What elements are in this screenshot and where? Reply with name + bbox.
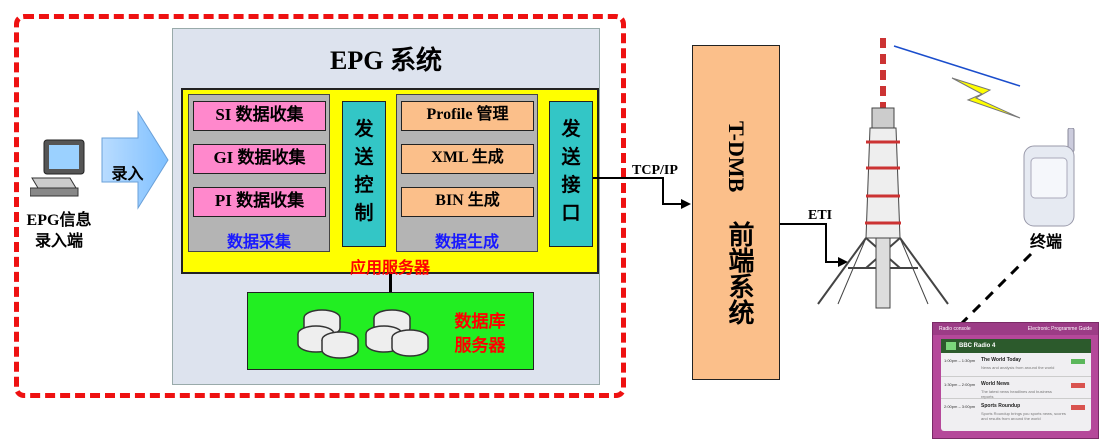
station-name: BBC Radio 4	[959, 343, 996, 349]
record-button[interactable]	[1071, 405, 1085, 410]
dashed-link	[957, 252, 1033, 328]
eti-connector	[780, 223, 848, 267]
db-server-line1: 数据库	[454, 312, 506, 331]
screenshot-header: Radio console Electronic Programme Guide	[933, 323, 1098, 335]
xml-box: XML 生成	[401, 144, 534, 174]
send-control-box: 发 送 控 制	[342, 101, 386, 247]
screenshot-header-left: Radio console	[939, 326, 971, 332]
programme-title: The World Today	[981, 357, 1022, 363]
station-bar: BBC Radio 4	[941, 339, 1091, 353]
programme-item: 2:00pm – 3:00pm Sports Roundup Sports Ro…	[941, 401, 1091, 429]
programme-desc: The latest news headlines and business r…	[981, 389, 1052, 399]
handheld-terminal-icon	[1023, 128, 1075, 227]
station-logo-icon	[946, 342, 956, 350]
si-collect-box: SI 数据收集	[193, 101, 326, 131]
signal-lightning-icon	[893, 45, 1021, 119]
send-interface-char: 接	[561, 175, 581, 196]
epg-title: EPG 系统	[330, 46, 442, 75]
app-server-label: 应用服务器	[349, 260, 430, 277]
send-interface-char: 发	[561, 119, 581, 140]
programme-item: 1:30pm – 2:00pm World News The latest ne…	[941, 379, 1091, 399]
tdmb-box: T-DMB 前端系统	[692, 45, 780, 380]
send-interface-box: 发 送 接 口	[549, 101, 593, 247]
input-arrow-label: 录入	[111, 166, 144, 183]
tower-icon	[817, 38, 949, 309]
tcpip-connector	[593, 177, 691, 209]
db-server-label: 数据库 服务器	[440, 310, 520, 358]
tcpip-label: TCP/IP	[632, 163, 678, 178]
terminal-label: 终端	[1030, 234, 1063, 251]
programme-item: 1:00pm – 1:30pm The World Today News and…	[941, 355, 1091, 377]
programme-desc: News and analysis from around the world	[981, 365, 1055, 370]
collect-group-label: 数据采集	[226, 234, 291, 251]
play-button[interactable]	[1071, 359, 1085, 364]
programme-time: 1:30pm – 2:00pm	[944, 382, 976, 387]
send-interface-char: 送	[561, 147, 581, 168]
pi-collect-box: PI 数据收集	[193, 187, 326, 217]
input-terminal-line2: 录入端	[34, 233, 83, 250]
input-arrow	[101, 110, 169, 210]
send-interface-char: 口	[561, 203, 581, 224]
epg-screenshot: Radio console Electronic Programme Guide…	[932, 322, 1099, 439]
programme-title: Sports Roundup	[981, 403, 1021, 409]
record-button[interactable]	[1071, 383, 1085, 388]
system-boundary	[14, 14, 626, 398]
database-icon	[297, 309, 429, 359]
gi-collect-box: GI 数据收集	[193, 144, 326, 174]
db-server-line2: 服务器	[454, 336, 506, 355]
screenshot-header-right: Electronic Programme Guide	[1027, 326, 1092, 332]
send-control-char: 发	[354, 119, 374, 140]
generate-group-label: 数据生成	[434, 234, 499, 251]
screenshot-panel: BBC Radio 4 1:00pm – 1:30pm The World To…	[941, 339, 1091, 431]
programme-title: World News	[981, 381, 1010, 387]
profile-box: Profile 管理	[401, 101, 534, 131]
programme-time: 1:00pm – 1:30pm	[944, 358, 976, 363]
computer-icon	[30, 139, 85, 197]
send-control-char: 送	[354, 147, 374, 168]
eti-label: ETI	[808, 208, 833, 223]
send-control-char: 制	[354, 203, 374, 224]
db-connector	[389, 274, 392, 294]
send-control-char: 控	[354, 175, 374, 196]
bin-box: BIN 生成	[401, 187, 534, 217]
tdmb-title: T-DMB	[724, 121, 749, 193]
programme-desc: Sports Roundup brings you sports news, s…	[981, 411, 1066, 421]
input-terminal-line1: EPG信息	[26, 212, 92, 229]
tdmb-subtitle: 前端系统	[725, 221, 754, 325]
input-terminal-label: EPG信息 录入端	[14, 210, 104, 252]
programme-time: 2:00pm – 3:00pm	[944, 404, 976, 409]
